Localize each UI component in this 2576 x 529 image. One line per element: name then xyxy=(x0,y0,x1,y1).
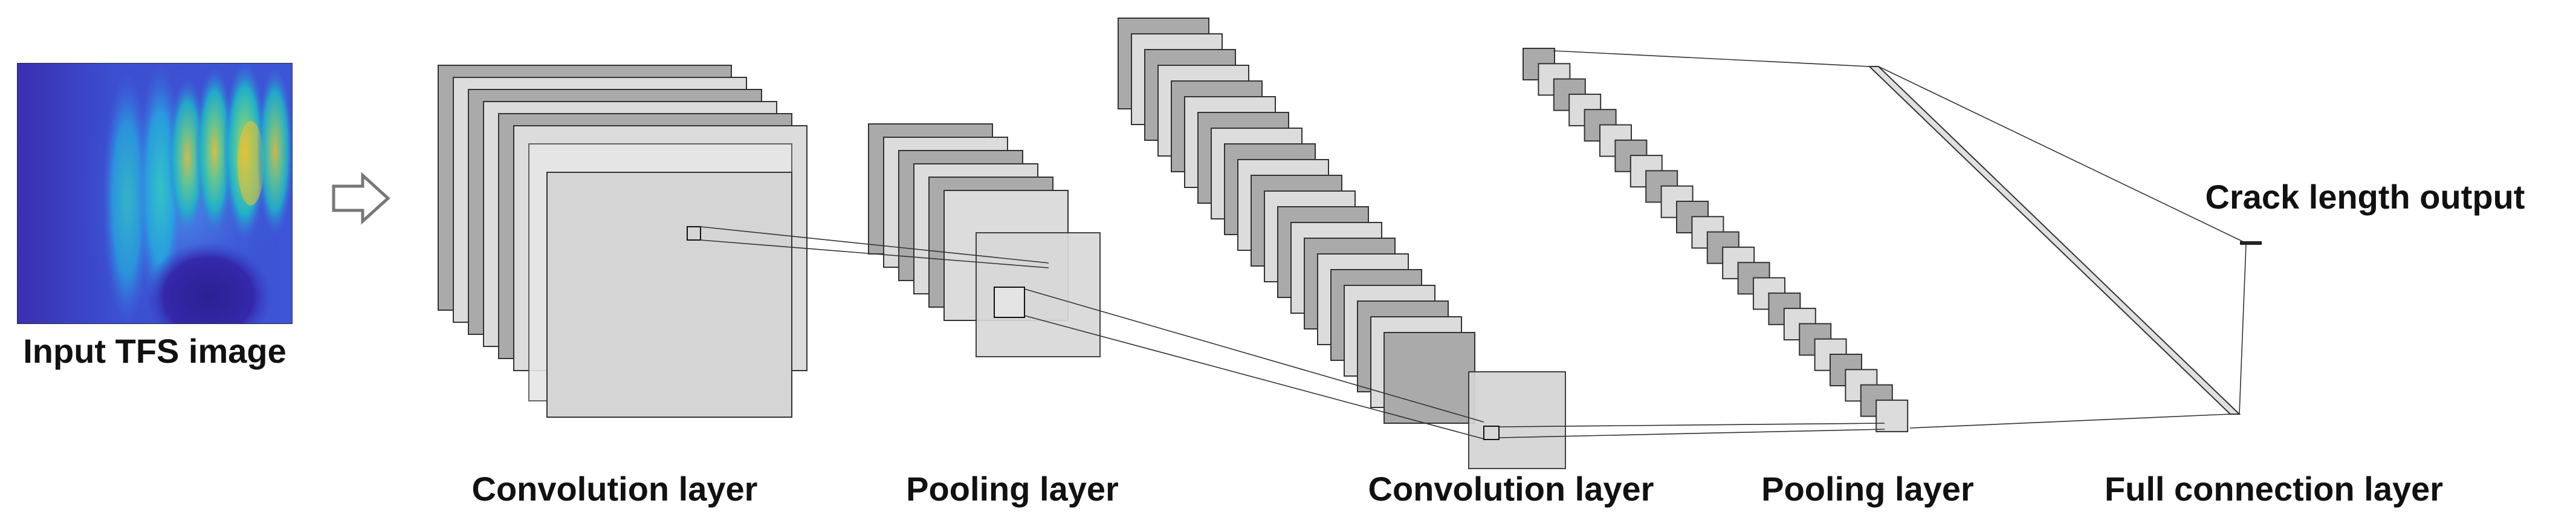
hollow-right-arrow-icon xyxy=(332,172,390,225)
label-conv2: Convolution layer xyxy=(1368,470,1654,508)
feature-map xyxy=(1383,332,1475,424)
label-output: Crack length output xyxy=(2205,178,2525,216)
label-input: Input TFS image xyxy=(23,332,286,370)
conv-layer-2 xyxy=(1118,18,1566,469)
label-pool1: Pooling layer xyxy=(906,470,1119,508)
label-conv1: Convolution layer xyxy=(472,470,758,508)
kernel-window xyxy=(1483,426,1500,440)
connection-lines xyxy=(700,50,2247,440)
input-tfs-image xyxy=(17,63,293,324)
output-node xyxy=(2240,241,2262,245)
pool-window xyxy=(994,287,1025,318)
feature-map-front xyxy=(546,172,792,418)
pooling-layer-2 xyxy=(1523,48,1909,432)
kernel-window xyxy=(687,226,701,241)
conv-layer-1 xyxy=(438,65,807,418)
full-connection-layer xyxy=(1868,66,2241,415)
label-pool2: Pooling layer xyxy=(1761,470,1974,508)
pooling-layer-1 xyxy=(868,123,1101,357)
label-fc: Full connection layer xyxy=(2105,470,2443,508)
feature-map xyxy=(1875,399,1909,432)
feature-map-front xyxy=(1468,371,1566,469)
